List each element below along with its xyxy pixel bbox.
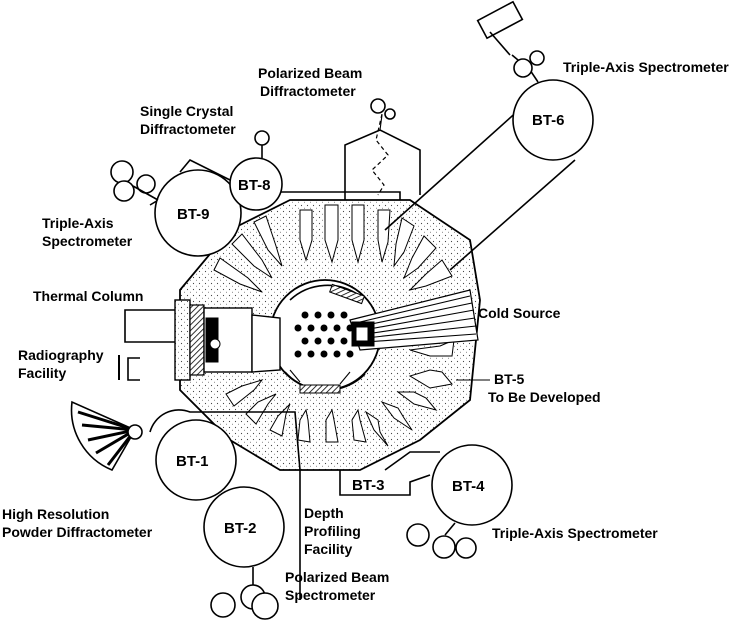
high-resolution-label-2: Powder Diffractometer <box>2 524 153 540</box>
bt6-circle <box>512 79 594 161</box>
triple-axis-top-right-label: Triple-Axis Spectrometer <box>563 59 729 75</box>
polarized-beam-spectrometer-label-1: Polarized Beam <box>285 569 389 585</box>
bt1-circle <box>155 419 237 501</box>
bt4-circle <box>431 444 513 526</box>
triple-axis-bottom-label: Triple-Axis Spectrometer <box>492 525 658 541</box>
reactor-core-body <box>179 199 481 471</box>
powder-diffractometer-fan <box>70 400 143 472</box>
bt4-label: BT-4 <box>452 478 485 495</box>
thermal-column-label: Thermal Column <box>33 288 143 304</box>
radiography-label-1: Radiography <box>18 347 104 363</box>
bt8-circle <box>229 157 283 211</box>
single-crystal-label-1: Single Crystal <box>140 103 233 119</box>
depth-profiling-label-2: Profiling <box>304 523 361 539</box>
cold-source-label: Cold Source <box>478 305 561 321</box>
thermal-column-structure <box>124 299 281 381</box>
depth-profiling-label-3: Facility <box>304 541 352 557</box>
polarized-beam-diffractometer-label-2: Diffractometer <box>260 83 356 99</box>
radiography-facility-symbol <box>118 355 140 381</box>
bt9-circle <box>154 169 242 257</box>
labels: Polarized Beam Diffractometer Single Cry… <box>2 59 729 603</box>
beam-port-slots <box>213 204 455 447</box>
bt2-label: BT-2 <box>224 520 257 537</box>
cold-source-structure <box>349 289 479 351</box>
triple-axis-left-label-1: Triple-Axis <box>42 215 114 231</box>
single-crystal-label-2: Diffractometer <box>140 121 236 137</box>
bt3-label: BT-3 <box>352 477 385 494</box>
bt1-bt2-instruments: BT-1 BT-2 <box>70 400 301 620</box>
bt2-circle <box>203 486 285 568</box>
polarized-beam-diffractometer-label-1: Polarized Beam <box>258 65 362 81</box>
bt5-label-1: BT-5 <box>494 371 525 387</box>
bt1-label: BT-1 <box>176 453 209 470</box>
bt6-instrument: BT-6 <box>476 0 594 161</box>
triple-axis-left-label-2: Spectrometer <box>42 233 133 249</box>
high-resolution-label-1: High Resolution <box>2 506 109 522</box>
bt9-label: BT-9 <box>177 206 210 223</box>
bt8-label: BT-8 <box>238 177 271 194</box>
depth-profiling-label-1: Depth <box>304 505 344 521</box>
bt3-bt4-instruments: BT-3 BT-4 <box>339 379 513 559</box>
radiography-label-2: Facility <box>18 365 66 381</box>
bt5-label-2: To Be Developed <box>488 389 601 405</box>
polarized-beam-spectrometer-label-2: Spectrometer <box>285 587 376 603</box>
bt8-bt9-instruments: BT-9 BT-8 <box>110 130 283 257</box>
bt6-label: BT-6 <box>532 112 565 129</box>
